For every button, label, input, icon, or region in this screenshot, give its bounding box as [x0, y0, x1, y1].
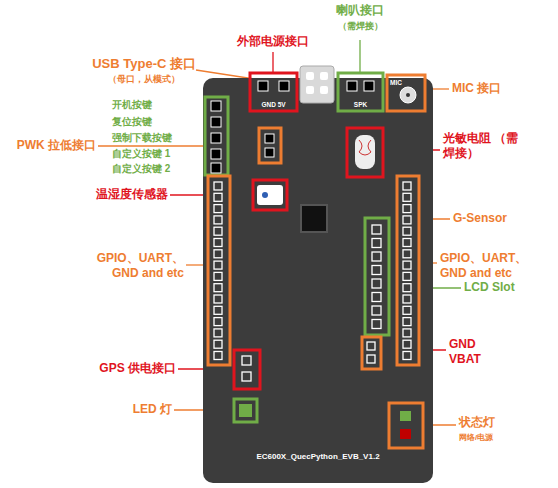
- pin: [242, 372, 251, 381]
- callout-label: LED 灯: [133, 402, 172, 417]
- node-label: MIC: [390, 79, 425, 86]
- callout-label: G-Sensor: [453, 211, 507, 226]
- speaker-connector: SPK: [338, 73, 383, 111]
- pin: [403, 182, 411, 190]
- pin: [372, 306, 381, 315]
- callout-label: GND VBAT: [449, 337, 489, 367]
- callout-label: 强制下载按键: [112, 132, 172, 145]
- pin: [242, 356, 251, 365]
- pin: [367, 355, 375, 363]
- callout-label: （母口，从模式）: [108, 74, 180, 85]
- pin: [403, 272, 411, 280]
- node-label: SPK: [338, 101, 383, 108]
- pin: [214, 340, 222, 348]
- callout-label: 开机按键: [112, 99, 152, 112]
- pin: [403, 329, 411, 337]
- pin: [214, 329, 222, 337]
- pin: [403, 193, 411, 201]
- callout-label: USB Type-C 接口: [92, 56, 196, 72]
- pin: [214, 272, 222, 280]
- pin: [214, 306, 222, 314]
- pin: [214, 352, 222, 360]
- callout-label: LCD Slot: [464, 280, 515, 295]
- callout-label: 自定义按键 2: [112, 163, 170, 176]
- callout-label: 外部电源接口: [237, 34, 309, 49]
- callout-label: 自定义按键 1: [112, 148, 170, 161]
- pin: [214, 182, 222, 190]
- callout-label: GPIO、UART、 GND and etc: [440, 251, 550, 281]
- callout-label: （需焊接）: [338, 21, 383, 32]
- pin: [372, 293, 381, 302]
- pin: [403, 227, 411, 235]
- pin: [403, 284, 411, 292]
- pin: [372, 239, 381, 248]
- pin: [372, 279, 381, 288]
- mic-connector: MIC: [387, 75, 425, 111]
- pin: [214, 227, 222, 235]
- pin: [403, 318, 411, 326]
- node-label: GND 5V: [250, 101, 297, 108]
- pin: [372, 225, 381, 234]
- pin: [214, 239, 222, 247]
- callout-label: 喇叭接口: [336, 3, 384, 18]
- pin: [214, 284, 222, 292]
- evb-board: EC600X_QuecPython_EVB_V1.2 GND 5V SPK MIC: [203, 78, 433, 483]
- pin: [214, 261, 222, 269]
- pin: [403, 250, 411, 258]
- pin: [214, 193, 222, 201]
- pin: [372, 252, 381, 261]
- pin: [214, 250, 222, 258]
- callout-label: GPS 供电接口: [99, 361, 176, 376]
- pin: [214, 205, 222, 213]
- callout-label: 复位按键: [112, 116, 152, 129]
- callout-label: MIC 接口: [452, 81, 501, 96]
- pin: [367, 342, 375, 350]
- pin: [214, 295, 222, 303]
- pin: [403, 295, 411, 303]
- callout-label: 状态灯: [459, 415, 495, 430]
- pin: [403, 261, 411, 269]
- node-label: EC600X_QuecPython_EVB_V1.2: [203, 452, 433, 461]
- pin: [403, 239, 411, 247]
- pin: [403, 205, 411, 213]
- pin: [403, 340, 411, 348]
- pin: [214, 216, 222, 224]
- pin: [372, 320, 381, 329]
- callout-label: 光敏电阻 （需焊接）: [443, 131, 523, 161]
- pin: [403, 306, 411, 314]
- power-connector: GND 5V: [250, 73, 297, 111]
- callout-label: 温湿度传感器: [96, 187, 168, 202]
- pin: [372, 266, 381, 275]
- callout-label: PWK 拉低接口: [17, 138, 96, 153]
- callout-label: 网络/电源: [459, 433, 493, 443]
- pin: [403, 352, 411, 360]
- pin: [403, 216, 411, 224]
- callout-label: GPIO、UART、 GND and etc: [84, 251, 184, 281]
- pin: [214, 318, 222, 326]
